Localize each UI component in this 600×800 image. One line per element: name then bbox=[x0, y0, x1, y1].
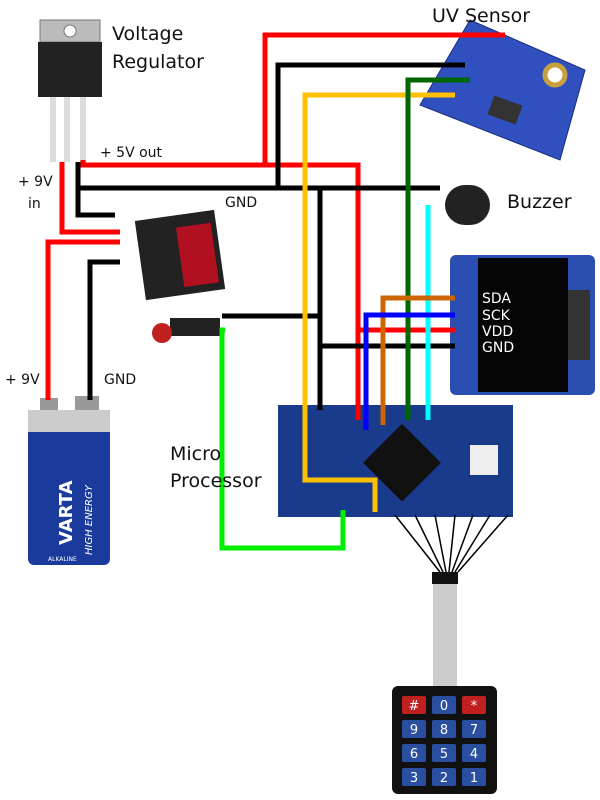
rocker-switch bbox=[134, 209, 226, 301]
micro-label-1: Micro bbox=[170, 443, 221, 465]
keypad-key-label: 2 bbox=[440, 771, 448, 786]
oled-display bbox=[450, 255, 595, 395]
keypad-key-label: 9 bbox=[410, 723, 418, 738]
keypad-keys: #0 * 9 8 7 6 5 4 3 2 1 bbox=[402, 696, 486, 786]
keypad-key-label: 0 bbox=[440, 699, 448, 714]
gnd-label: GND bbox=[225, 195, 257, 211]
keypad-key[interactable] bbox=[432, 768, 456, 786]
buzzer bbox=[445, 185, 490, 225]
keypad-key[interactable] bbox=[462, 768, 486, 786]
regulator-label-1: Voltage bbox=[112, 23, 183, 45]
battery-type: ALKALINE bbox=[48, 556, 77, 563]
keypad-key[interactable] bbox=[402, 696, 426, 714]
battery-plus-label: + 9V bbox=[5, 372, 40, 388]
micro-label-2: Processor bbox=[170, 470, 262, 492]
keypad-key-label: 1 bbox=[470, 771, 478, 786]
battery-gnd-label: GND bbox=[104, 372, 136, 388]
uv-sensor bbox=[419, 19, 586, 161]
keypad-key-label: 6 bbox=[410, 747, 418, 762]
keypad-key-label: 8 bbox=[440, 723, 448, 738]
keypad-key[interactable] bbox=[432, 696, 456, 714]
keypad-key[interactable] bbox=[402, 744, 426, 762]
keypad-key[interactable] bbox=[432, 744, 456, 762]
oled-pin-sck: SCK bbox=[482, 308, 511, 324]
keypad-key[interactable] bbox=[432, 720, 456, 738]
nine-v-in-label-1: + 9V bbox=[18, 174, 53, 190]
keypad-key-label: * bbox=[471, 699, 478, 714]
nine-v-in-label-2: in bbox=[28, 196, 41, 212]
keypad-key-label: 3 bbox=[410, 771, 418, 786]
keypad-key[interactable] bbox=[402, 768, 426, 786]
battery-line: HIGH ENERGY bbox=[84, 484, 95, 555]
micro-processor-board bbox=[278, 405, 513, 517]
keypad-key-label: # bbox=[409, 699, 420, 714]
keypad-key[interactable] bbox=[462, 744, 486, 762]
keypad-key[interactable] bbox=[402, 720, 426, 738]
oled-pin-vdd: VDD bbox=[482, 324, 513, 340]
keypad-key[interactable] bbox=[462, 696, 486, 714]
wires bbox=[45, 32, 509, 573]
keypad-key-label: 4 bbox=[470, 747, 478, 762]
five-v-out-label: + 5V out bbox=[100, 145, 163, 161]
keypad-key-label: 5 bbox=[440, 747, 448, 762]
uv-sensor-label: UV Sensor bbox=[432, 5, 530, 27]
regulator-label-2: Regulator bbox=[112, 51, 204, 73]
keypad-key-label: 7 bbox=[470, 723, 478, 738]
oled-pin-sda: SDA bbox=[482, 291, 511, 307]
voltage-regulator bbox=[38, 19, 102, 162]
oled-pin-gnd: GND bbox=[482, 340, 514, 356]
buzzer-label: Buzzer bbox=[507, 191, 572, 213]
battery bbox=[28, 396, 110, 565]
push-button bbox=[152, 318, 220, 343]
battery-brand: VARTA bbox=[56, 480, 77, 545]
keypad-key[interactable] bbox=[462, 720, 486, 738]
